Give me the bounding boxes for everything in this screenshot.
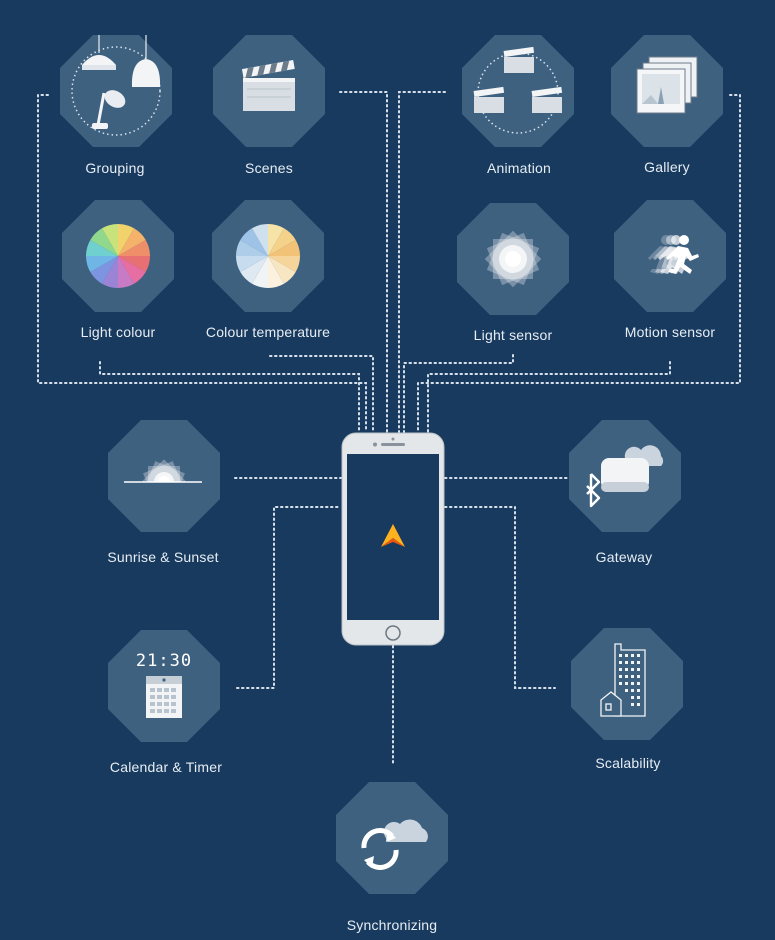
- scalability-node[interactable]: [571, 628, 683, 740]
- light-sensor-node[interactable]: [457, 203, 569, 315]
- color-wheel-icon: [86, 224, 150, 288]
- scenes-node[interactable]: [213, 35, 325, 147]
- light-colour-node[interactable]: [62, 200, 174, 312]
- scenes-label: Scenes: [245, 160, 293, 176]
- colour-temperature-label: Colour temperature: [205, 324, 331, 340]
- scalability-label: Scalability: [595, 755, 661, 771]
- animation-node[interactable]: [462, 35, 574, 147]
- photo-stack-icon: [636, 56, 698, 114]
- gateway-label: Gateway: [595, 549, 653, 565]
- app-logo-icon: [381, 524, 405, 547]
- motion-sensor-node[interactable]: [614, 200, 726, 312]
- buildings-icon: [600, 643, 646, 717]
- light-sensor-label: Light sensor: [473, 327, 553, 343]
- temperature-wheel-icon: [236, 224, 300, 288]
- running-figure-icon: [648, 235, 699, 274]
- grouping-label: Grouping: [85, 160, 145, 176]
- colour-temperature-node[interactable]: [212, 200, 324, 312]
- bluetooth-gateway-icon: [586, 445, 664, 508]
- clapperboard-icon: [241, 60, 295, 111]
- clapperboard-cycle-icon: [473, 46, 563, 134]
- sunrise-sunset-label: Sunrise & Sunset: [107, 549, 219, 565]
- calendar-clock-icon: 21:30: [136, 651, 192, 718]
- sunrise-icon: [124, 459, 202, 483]
- clock-readout: 21:30: [136, 651, 192, 671]
- gallery-node[interactable]: [611, 35, 723, 147]
- animation-label: Animation: [486, 160, 552, 176]
- motion-sensor-label: Motion sensor: [624, 324, 716, 340]
- light-burst-icon: [484, 230, 542, 288]
- pendant-lamps-icon: [71, 35, 161, 136]
- calendar-timer-label: Calendar & Timer: [109, 759, 223, 775]
- cloud-sync-icon: [361, 819, 428, 870]
- phone-speaker: [381, 443, 405, 446]
- calendar-timer-node[interactable]: 21:30: [108, 630, 220, 742]
- light-colour-label: Light colour: [80, 324, 156, 340]
- synchronizing-node[interactable]: [336, 782, 448, 894]
- sunrise-sunset-node[interactable]: [108, 420, 220, 532]
- smartphone[interactable]: [341, 432, 445, 646]
- gallery-label: Gallery: [644, 159, 690, 175]
- gateway-node[interactable]: [569, 420, 681, 532]
- synchronizing-label: Synchronizing: [346, 917, 438, 933]
- home-button[interactable]: [385, 625, 401, 641]
- grouping-node[interactable]: [60, 35, 172, 147]
